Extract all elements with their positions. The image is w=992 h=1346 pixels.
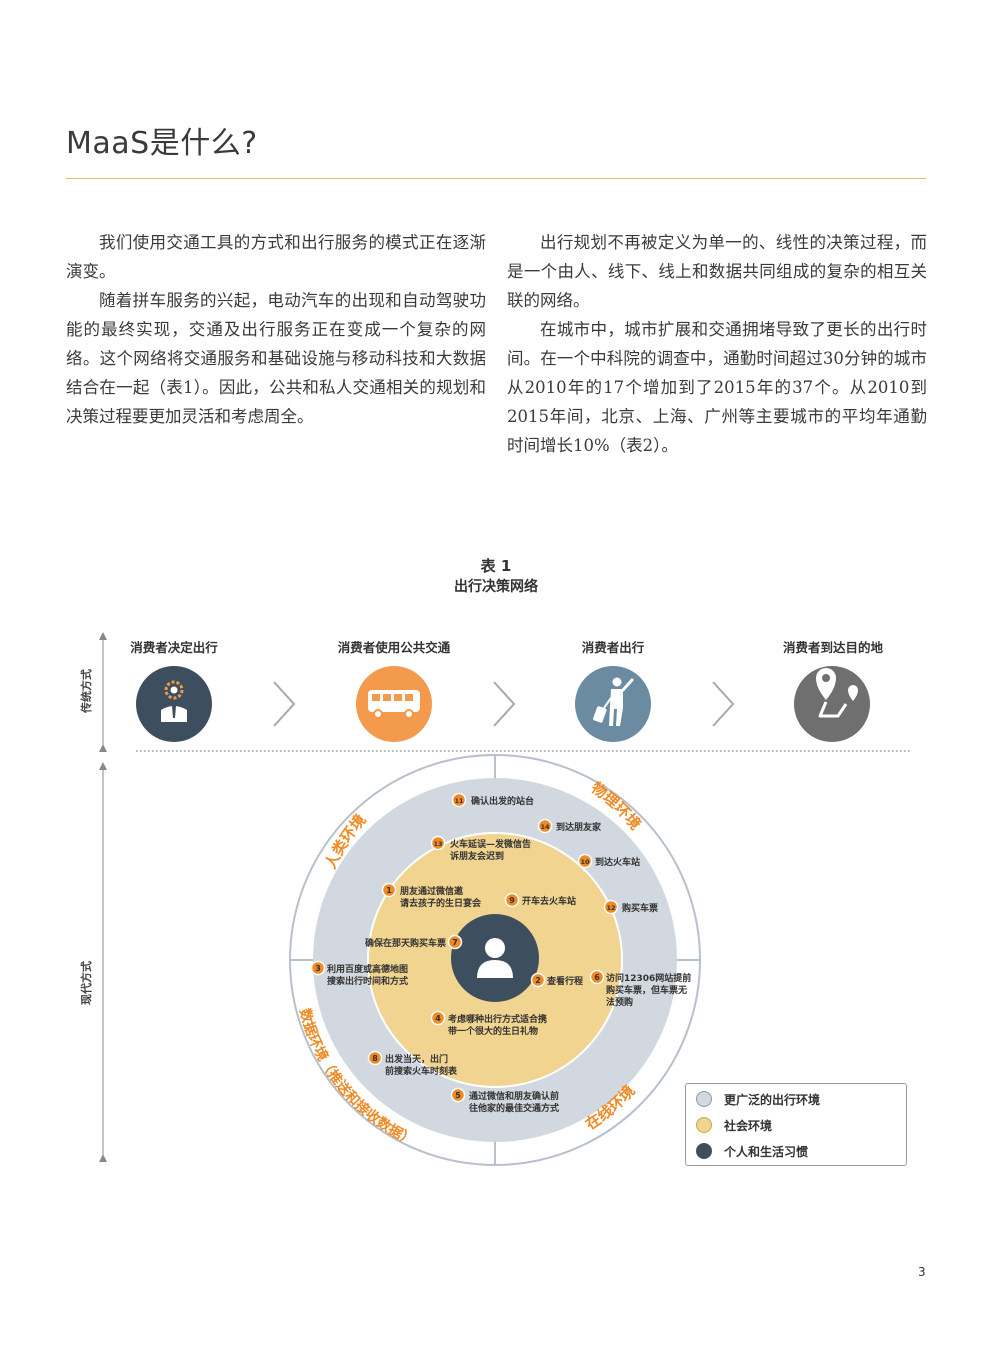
step-number: 10 [580,858,590,866]
step-text: 火车延误—发微信告 [450,838,531,850]
step-badge [447,934,463,950]
map-pin-route-icon [794,666,870,742]
chevron-right-icon [493,681,516,727]
step-number: 14 [540,823,550,831]
step-text: 朋友通过微信邀 [399,885,464,897]
paragraph: 出行规划不再被定义为单一的、线性的决策过程，而是一个由人、线下、线上和数据共同组… [507,233,927,310]
legend-swatch-wider [696,1091,712,1107]
legend-label: 个人和生活习惯 [724,1144,809,1159]
paragraph: 随着拼车服务的兴起，电动汽车的出现和自动驾驶功能的最终实现，交通及出行服务正在变… [66,291,486,426]
step-text: 往他家的最佳交通方式 [469,1102,559,1114]
paragraph: 我们使用交通工具的方式和出行服务的模式正在逐渐演变。 [66,233,486,281]
step-number: 13 [433,840,442,848]
step-number: 5 [455,1091,461,1100]
step-badge [367,1050,383,1066]
step-text: 访问12306网站提前 [606,972,691,984]
step-number: 11 [454,797,464,805]
legend: 更广泛的出行环境 社会环境 个人和生活习惯 [685,1083,907,1166]
chevron-right-icon [273,681,296,727]
stage-label-arrive: 消费者到达目的地 [782,640,883,655]
step-text: 诉朋友会迟到 [450,850,504,862]
step-badge [537,818,553,834]
stage-label-decide: 消费者决定出行 [130,640,218,655]
step-number: 8 [372,1054,378,1063]
step-text: 前搜索火车时刻表 [385,1065,458,1077]
legend-item: 更广泛的出行环境 [696,1089,820,1109]
legend-swatch-personal [696,1143,712,1159]
step-number: 6 [594,973,600,982]
step-badge [504,892,520,908]
step-text: 搜索出行时间和方式 [327,975,408,987]
stage-label-public-transport: 消费者使用公共交通 [337,640,451,655]
step-number: 4 [435,1014,441,1023]
step-badge [310,960,326,976]
step-text: 通过微信和朋友确认前 [469,1090,559,1102]
step-number: 12 [606,904,615,912]
step-text: 确保在那天购买车票 [365,937,446,949]
step-text: 确认出发的站台 [471,795,534,807]
person-core-icon [451,914,539,1002]
step-9: 9 开车去火车站 [504,892,576,908]
step-badge [577,853,593,869]
step-badge [381,882,397,898]
step-text: 带一个很大的生日礼物 [448,1025,538,1037]
step-text: 购买车票，但车票无 [606,984,687,996]
bus-icon [356,666,432,742]
step-text: 法预购 [606,996,633,1008]
step-badge [430,1010,446,1026]
step-badge [530,972,546,988]
step-text: 购买车票 [622,902,658,914]
legend-label: 社会环境 [724,1118,773,1133]
step-number: 9 [509,896,515,905]
legend-swatch-social [696,1117,712,1133]
step-badge [589,969,605,985]
traveler-icon [575,666,651,742]
step-badge [451,792,467,808]
title-divider [66,178,926,179]
step-text: 考虑哪种出行方式适合携 [448,1013,547,1025]
page-title: MaaS是什么? [66,126,258,161]
body-column-left: 我们使用交通工具的方式和出行服务的模式正在逐渐演变。 随着拼车服务的兴起，电动汽… [66,228,486,431]
step-14: 14 到达朋友家 [537,818,602,834]
legend-item: 社会环境 [696,1115,772,1135]
step-10: 10 到达火车站 [577,853,640,869]
step-badge [603,899,619,915]
step-2: 2 查看行程 [530,972,583,988]
step-text: 开车去火车站 [522,895,576,907]
body-column-right: 出行规划不再被定义为单一的、线性的决策过程，而是一个由人、线下、线上和数据共同组… [507,228,927,460]
stage-label-travel: 消费者出行 [581,640,645,655]
step-number: 1 [386,886,392,895]
step-number: 7 [452,938,458,947]
step-badge [430,835,446,851]
gear-person-icon [136,666,212,742]
step-text: 查看行程 [546,975,583,987]
step-text: 利用百度或高德地图 [326,963,408,975]
legend-item: 个人和生活习惯 [696,1141,808,1161]
page-number: 3 [918,1265,926,1279]
figure-caption: 出行决策网络 [454,579,538,595]
paragraph: 在城市中，城市扩展和交通拥堵导致了更长的出行时间。在一个中科院的调查中，通勤时间… [507,320,927,455]
step-text: 请去孩子的生日宴会 [400,897,482,909]
step-11: 11 确认出发的站台 [451,792,534,808]
legend-label: 更广泛的出行环境 [724,1092,821,1107]
step-7: 7 确保在那天购买车票 [365,934,463,950]
step-text: 到达朋友家 [556,821,602,833]
step-text: 出发当天，出门 [385,1053,448,1065]
step-number: 2 [535,976,541,985]
step-text: 到达火车站 [595,856,640,868]
figure-label: 表 1 [480,557,512,575]
step-badge [450,1087,466,1103]
chevron-right-icon [712,681,735,727]
step-12: 12 购买车票 [603,899,658,915]
step-number: 3 [315,964,321,973]
